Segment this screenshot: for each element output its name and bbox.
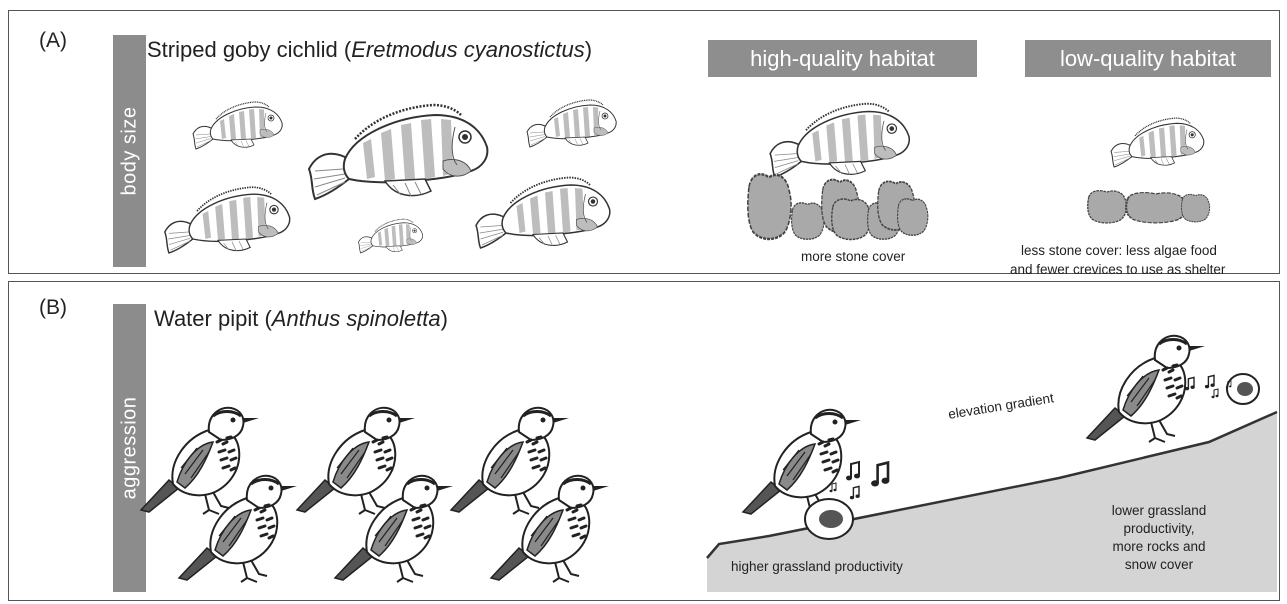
stone-illustration [832,199,871,240]
fish-illustration [476,178,610,249]
music-note-icon [1185,377,1195,390]
music-note-icon [846,462,860,480]
bird-illustration [451,408,569,514]
music-note-icon [850,486,860,499]
stone-illustration [1182,194,1210,222]
high-productivity-label: higher grassland productivity [731,558,903,576]
fish-illustration [527,100,616,147]
music-note-icon [1212,389,1219,398]
rock-icon [1227,374,1259,404]
fish-illustration [1111,118,1204,167]
fish-illustration [770,104,909,177]
stone-illustration [792,203,824,239]
low-habitat-caption-line1: less stone cover: less algae food [1021,242,1217,260]
stone-illustration [748,174,791,239]
fish-illustrations [9,11,1279,273]
bird-illustration [141,408,259,514]
panel-a-body-size: (A) body size Striped goby cichlid (Eret… [8,10,1280,274]
music-note-icon [1205,375,1215,388]
fish-illustration [193,102,282,149]
bird-illustration [297,408,415,514]
bird-illustration [743,410,861,516]
rock-icon [805,499,853,539]
panel-b-aggression: (B) aggression Water pipit (Anthus spino… [8,281,1280,601]
music-note-icon [871,463,889,487]
stone-illustration [898,199,928,235]
low-habitat-caption-line2: and fewer crevices to use as shelter [1010,261,1225,279]
fish-illustration [309,105,487,199]
high-habitat-caption: more stone cover [801,248,905,266]
stone-illustration [1126,193,1187,223]
low-productivity-label: lower grassland productivity, more rocks… [1089,502,1229,574]
fish-illustration [358,219,422,253]
stone-illustration [1088,191,1127,223]
fish-illustration [165,187,290,253]
